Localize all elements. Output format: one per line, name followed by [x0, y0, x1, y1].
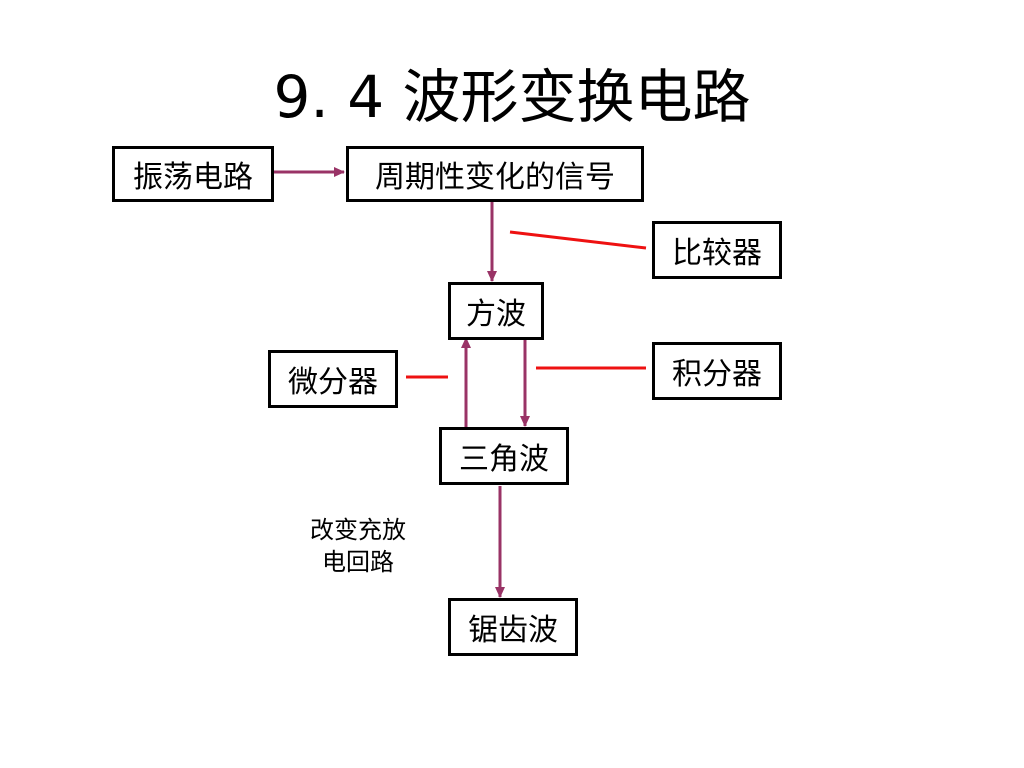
integrator-box: 积分器	[652, 342, 782, 400]
triangle-wave-box: 三角波	[439, 427, 569, 485]
charge-discharge-note: 改变充放 电回路	[292, 514, 424, 578]
pointer-line-comparator	[509, 230, 647, 250]
note-line-2: 电回路	[322, 548, 394, 576]
comparator-box: 比较器	[652, 221, 782, 279]
slide-title: 9. 4 波形变换电路	[273, 63, 751, 131]
square-wave-box: 方波	[448, 282, 544, 340]
differentiator-box: 微分器	[268, 350, 398, 408]
sawtooth-wave-box: 锯齿波	[448, 598, 578, 656]
oscillator-box: 振荡电路	[112, 146, 274, 202]
note-line-1: 改变充放	[310, 516, 406, 544]
periodic-signal-box: 周期性变化的信号	[346, 146, 644, 202]
